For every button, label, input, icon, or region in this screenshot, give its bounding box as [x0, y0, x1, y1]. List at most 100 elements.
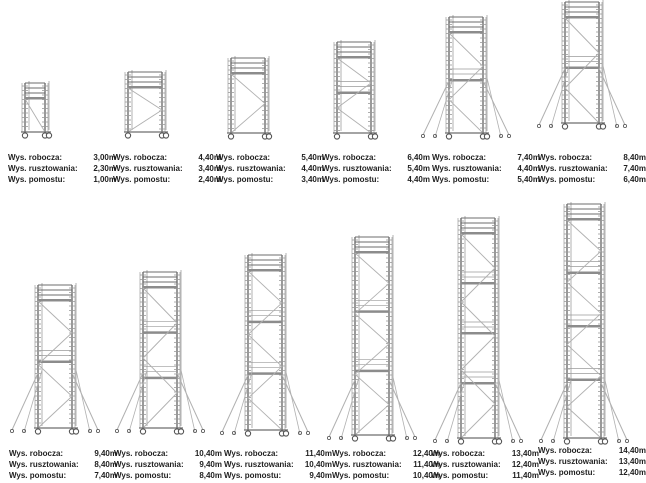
wheel-icon	[72, 428, 80, 435]
platform-height-value: 9,40m	[309, 471, 332, 480]
platform	[337, 56, 371, 59]
working-height: Wys. robocza:11,40m	[224, 448, 332, 459]
wheels	[21, 132, 53, 139]
platform	[355, 310, 389, 313]
platform	[337, 91, 371, 94]
platform	[25, 97, 45, 100]
scaffold-frame	[445, 15, 489, 134]
platform-height-value: 1,00m	[93, 175, 116, 184]
wheel-icon	[561, 123, 569, 130]
wheels	[227, 133, 273, 140]
scaffold-height-label: Wys. rusztowania:	[332, 460, 402, 469]
wheel-icon	[139, 428, 147, 435]
diagonal-brace	[230, 103, 266, 134]
platform	[128, 86, 162, 89]
diagonal-brace	[142, 392, 178, 429]
platform	[461, 232, 495, 235]
scaffold-height-value: 12,40m	[511, 460, 539, 469]
scaffold-height-label: Wys. rusztowania:	[538, 164, 608, 173]
diagonal-brace	[354, 252, 390, 284]
working-height-label: Wys. robocza:	[322, 153, 377, 162]
platform-height-label: Wys. pomostu:	[8, 175, 66, 184]
platform-height-label: Wys. pomostu:	[114, 471, 172, 480]
working-height-label: Wys. robocza:	[332, 449, 387, 458]
platform	[143, 331, 177, 334]
working-height-value: 14,40m	[618, 446, 646, 455]
scaffold-illustration	[220, 253, 311, 437]
platform-height-label: Wys. pomostu:	[9, 471, 67, 480]
wheel-icon	[457, 438, 465, 445]
platform-height: Wys. pomostu:2,40m	[113, 174, 221, 185]
stabilizer-legs	[10, 369, 101, 433]
platform	[461, 332, 495, 335]
working-height-value: 4,40m	[198, 153, 221, 162]
scaffold-frame	[244, 253, 288, 431]
scaffold-height-label: Wys. rusztowania:	[8, 164, 78, 173]
wheel-icon	[351, 435, 359, 442]
working-height-label: Wys. robocza:	[9, 449, 64, 458]
diagonal-brace	[566, 219, 602, 252]
scaffold-illustration	[227, 56, 273, 140]
working-height: Wys. robocza:10,40m	[114, 448, 222, 459]
scaffold-frame	[561, 0, 605, 124]
platform-height-value: 11,40m	[512, 471, 539, 480]
working-height-label: Wys. robocza:	[538, 153, 593, 162]
platform-height-value: 4,40m	[407, 175, 430, 184]
scaffold-height-label: Wys. rusztowania:	[9, 460, 79, 469]
platform	[461, 382, 495, 385]
stabilizer-legs	[433, 379, 524, 443]
wheel-icon	[371, 133, 379, 140]
scaffold-height: Wys. rusztowania:12,40m	[431, 459, 539, 470]
diagonal-brace	[566, 344, 602, 377]
scaffold-illustration	[333, 40, 379, 140]
scaffold-height: Wys. rusztowania:11,40m	[332, 459, 440, 470]
platform-height-value: 12,40m	[618, 468, 646, 477]
wheels	[34, 428, 80, 435]
platform	[38, 360, 72, 363]
scaffold-frame	[351, 235, 395, 436]
platform	[143, 376, 177, 380]
diagonal-brace	[247, 270, 283, 304]
platform	[567, 218, 601, 221]
wheels	[351, 435, 397, 442]
scaffold-height-value: 9,40m	[199, 460, 222, 469]
scaffold-height-label: Wys. rusztowania:	[114, 460, 184, 469]
platform-height-value: 10,40m	[412, 471, 440, 480]
wheel-icon	[244, 430, 252, 437]
platform	[248, 372, 282, 375]
scaffold-illustration	[327, 235, 418, 442]
working-height-label: Wys. robocza:	[216, 153, 271, 162]
diagonal-brace	[460, 233, 496, 269]
wheels	[457, 438, 503, 445]
working-height: Wys. robocza:13,40m	[431, 448, 539, 459]
platform-height: Wys. pomostu:5,40m	[432, 174, 540, 185]
scaffold-height: Wys. rusztowania:2,30m	[8, 163, 116, 174]
scaffold-frame	[457, 216, 501, 439]
scaffold-height: Wys. rusztowania:3,40m	[113, 163, 221, 174]
working-height: Wys. robocza:4,40m	[113, 152, 221, 163]
platform-height-value: 6,40m	[623, 175, 646, 184]
diagonal-brace	[354, 313, 390, 345]
working-height-value: 8,40m	[623, 153, 646, 162]
wheel-icon	[483, 133, 491, 140]
scaffold-frame	[333, 40, 377, 134]
platform	[449, 79, 483, 82]
diagonal-brace	[566, 375, 602, 408]
diagonal-brace	[37, 364, 73, 397]
working-height: Wys. robocza:9,40m	[9, 448, 117, 459]
wheel-icon	[495, 438, 503, 445]
platform-height-label: Wys. pomostu:	[224, 471, 282, 480]
diagonal-brace	[230, 73, 266, 104]
wheel-icon	[563, 438, 571, 445]
platform-height-label: Wys. pomostu:	[113, 175, 171, 184]
platform-height: Wys. pomostu:6,40m	[538, 174, 646, 185]
wheel-icon	[34, 428, 42, 435]
platform	[38, 299, 72, 302]
wheel-icon	[124, 132, 132, 139]
scaffold-illustration	[433, 216, 524, 445]
scaffold-illustration	[537, 0, 628, 130]
